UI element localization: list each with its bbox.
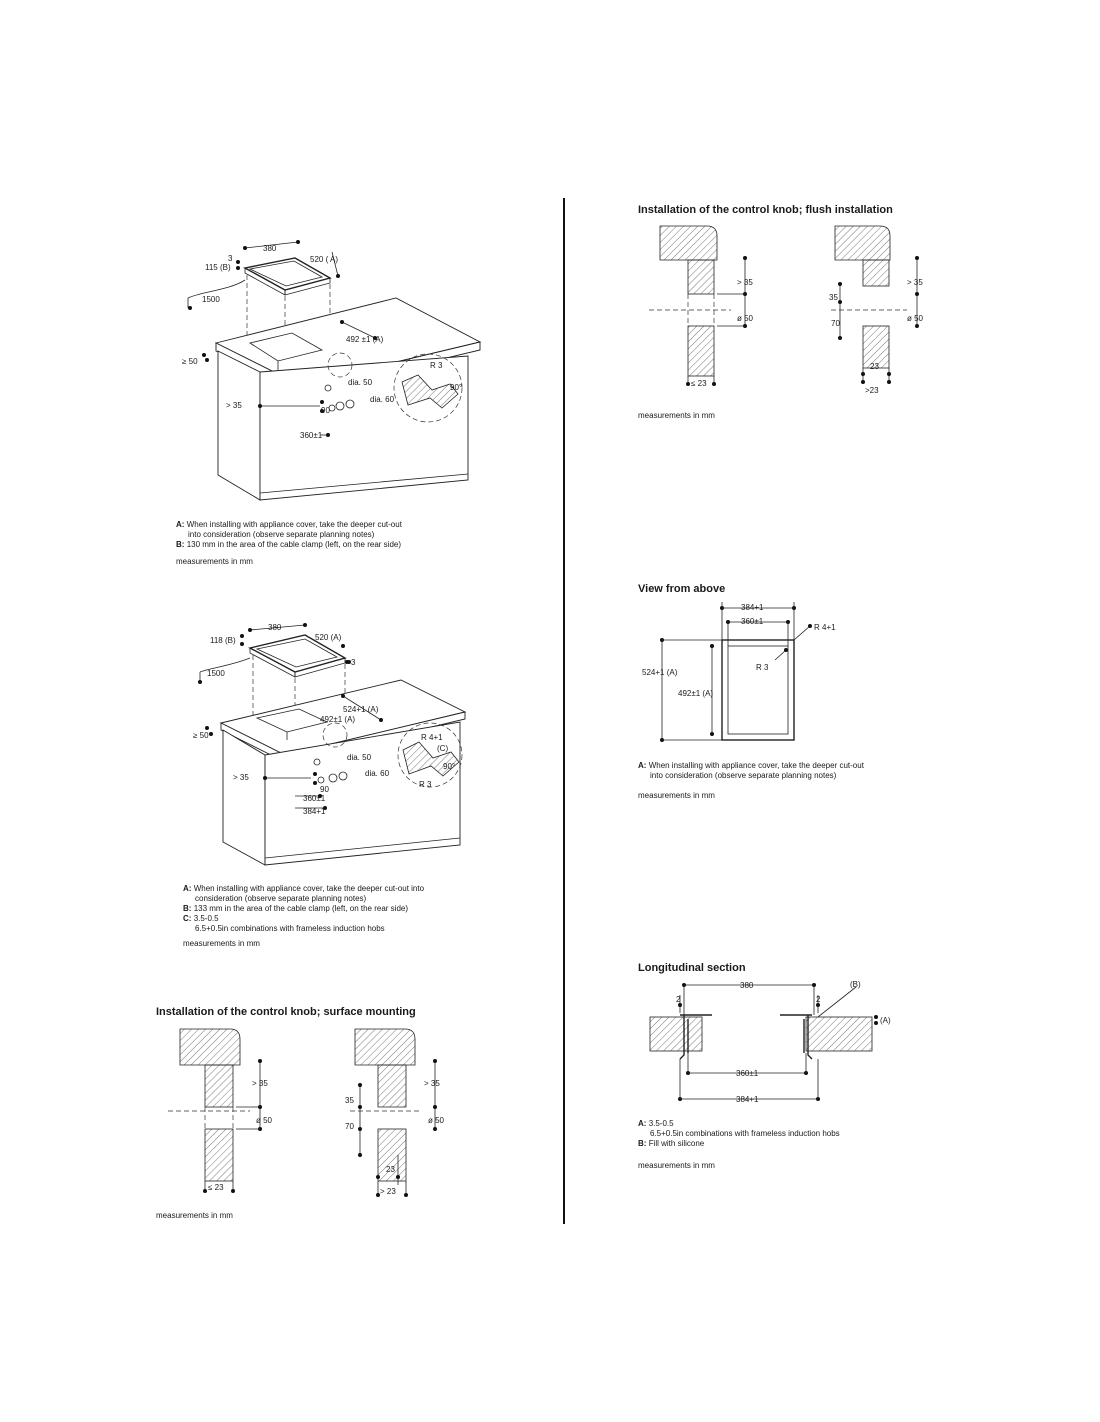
label-ge50: ≥ 50	[193, 731, 209, 740]
label-35: 35	[345, 1096, 354, 1105]
diagram-knob-surface-mount: > 35 ø 50 ≤ 23 35 70 > 35 ø 50 23 > 23	[168, 1028, 445, 1197]
label-115: 115 (B)	[205, 263, 231, 272]
diagram-knob-flush-install: > 35 ø 50 ≤ 23 35 70 > 35 ø 50 23 >23	[649, 225, 924, 395]
label-ge50: ≥ 50	[182, 357, 198, 366]
label-le23: ≤ 23	[691, 379, 707, 388]
label-70: 70	[345, 1122, 354, 1131]
label-2-left: 2	[676, 995, 681, 1004]
label-23: 23	[386, 1165, 395, 1174]
label-524: 524+1 (A)	[642, 668, 678, 677]
label-384: 384+1	[303, 807, 326, 816]
label-90deg: 90°	[450, 383, 462, 392]
label-2-right: 2	[816, 995, 821, 1004]
view-above-notes: A: When installing with appliance cover,…	[638, 761, 864, 780]
label-c: (C)	[437, 744, 448, 753]
label-380: 380	[268, 623, 282, 632]
label-492: 492±1 (A)	[320, 715, 355, 724]
label-dia60: dia. 60	[365, 769, 390, 778]
heading-flush-install: Installation of the control knob; flush …	[638, 204, 893, 216]
label-380: 380	[740, 981, 754, 990]
label-35: 35	[829, 293, 838, 302]
label-90deg: 90°	[443, 762, 455, 771]
heading-longitudinal: Longitudinal section	[638, 962, 746, 974]
view-above-measurements: measurements in mm	[638, 791, 715, 800]
heading-surface-mount: Installation of the control knob; surfac…	[156, 1006, 416, 1018]
label-a: (A)	[880, 1016, 891, 1025]
label-gt35: > 35	[233, 773, 249, 782]
label-dia60: dia. 60	[370, 395, 395, 404]
label-118: 118 (B)	[210, 636, 236, 645]
label-o50: ø 50	[256, 1116, 273, 1125]
label-360: 360±1	[736, 1069, 759, 1078]
label-384: 384+1	[736, 1095, 759, 1104]
label-3: 3	[351, 658, 356, 667]
label-o50-right: ø 50	[428, 1116, 445, 1125]
label-492: 492 ±1 (A)	[346, 335, 384, 344]
diagram2-measurements: measurements in mm	[183, 939, 260, 948]
label-384: 384+1	[741, 603, 764, 612]
diagram-view-above: 384+1 360±1 R 4+1 524+1 (A) R 3 492±1 (A…	[642, 602, 836, 742]
label-380: 380	[263, 244, 277, 253]
label-b: (B)	[850, 980, 861, 989]
label-dia50: dia. 50	[347, 753, 372, 762]
label-360: 360±1	[303, 794, 326, 803]
label-1500: 1500	[202, 295, 220, 304]
label-492: 492±1 (A)	[678, 689, 713, 698]
heading-view-above: View from above	[638, 583, 726, 595]
label-r3: R 3	[419, 780, 432, 789]
diagram1-notes: A: When installing with appliance cover,…	[176, 520, 402, 549]
label-o50-right: ø 50	[907, 314, 924, 323]
label-dia50: dia. 50	[348, 378, 373, 387]
label-520: 520 ( A)	[310, 255, 338, 264]
label-1500: 1500	[207, 669, 225, 678]
label-gt35-right: > 35	[907, 278, 923, 287]
flush-install-measurements: measurements in mm	[638, 411, 715, 420]
label-90: 90	[320, 785, 329, 794]
label-le23: ≤ 23	[208, 1183, 224, 1192]
label-23: 23	[870, 362, 879, 371]
label-r4: R 4+1	[814, 623, 836, 632]
label-360: 360±1	[300, 431, 323, 440]
diagram1-measurements: measurements in mm	[176, 557, 253, 566]
label-gt23: > 23	[380, 1187, 396, 1196]
label-524: 524+1 (A)	[343, 705, 379, 714]
column-divider	[563, 198, 565, 1224]
label-90: 90	[321, 406, 330, 415]
label-3: 3	[228, 254, 233, 263]
label-r3: R 3	[430, 361, 443, 370]
diagram-flush-mount-hob-2: 380 520 (A) 118 (B) 3 1500 524+1 (A) 492…	[193, 623, 467, 866]
longitudinal-measurements: measurements in mm	[638, 1161, 715, 1170]
label-gt23: >23	[865, 386, 879, 395]
label-gt35-right: > 35	[424, 1079, 440, 1088]
label-o50: ø 50	[737, 314, 754, 323]
surface-mount-measurements: measurements in mm	[156, 1211, 233, 1220]
diagram2-notes: A: When installing with appliance cover,…	[183, 884, 425, 933]
label-gt35: > 35	[252, 1079, 268, 1088]
diagram-surface-mount-hob-1: 380 520 ( A) 3 115 (B) 1500 492 ±1 (A) ≥…	[182, 240, 482, 501]
label-gt35: > 35	[226, 401, 242, 410]
label-520: 520 (A)	[315, 633, 342, 642]
label-r4: R 4+1	[421, 733, 443, 742]
longitudinal-notes: A: 3.5-0.5 6.5+0.5in combinations with f…	[638, 1119, 840, 1148]
label-70: 70	[831, 319, 840, 328]
label-r3: R 3	[756, 663, 769, 672]
diagram-longitudinal-section: 380 (B) 2 2 (A) 360±1 384+1	[649, 980, 891, 1104]
label-gt35: > 35	[737, 278, 753, 287]
label-360: 360±1	[741, 617, 764, 626]
